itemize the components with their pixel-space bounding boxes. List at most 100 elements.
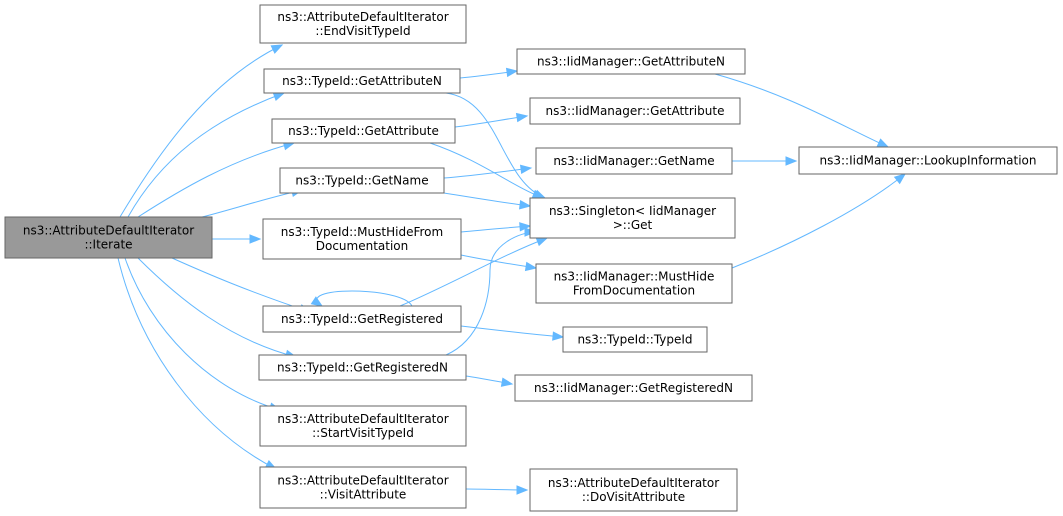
- node-box[interactable]: [535, 263, 733, 304]
- edge-iid_get_attr_n-to-iid_lookup: [714, 73, 890, 148]
- node-box[interactable]: [259, 466, 467, 509]
- node-box[interactable]: [529, 468, 738, 512]
- edge-line: [445, 92, 546, 199]
- node-iid-get-attr[interactable]: ns3::IidManager::GetAttribute: [529, 97, 741, 125]
- node-label: ns3::AttributeDefaultIterator: [277, 10, 448, 24]
- node-box[interactable]: [562, 326, 708, 353]
- edge-arrowhead: [876, 138, 890, 148]
- node-label: ::Iterate: [84, 238, 132, 252]
- edge-iterate-to-end_visit: [119, 44, 284, 218]
- edge-visit_attr-to-do_visit_attr: [465, 485, 529, 495]
- edge-iterate-to-typeid_get_attr_n: [127, 92, 286, 218]
- edge-iterate-to-start_visit: [124, 257, 282, 412]
- node-box[interactable]: [263, 68, 461, 94]
- edge-line: [731, 173, 906, 269]
- node-iid-get-registered-n[interactable]: ns3::IidManager::GetRegisteredN: [514, 374, 753, 402]
- edge-iid_must_hide-to-iid_lookup: [731, 173, 907, 269]
- node-box[interactable]: [259, 405, 467, 447]
- nodes-layer: ns3::AttributeDefaultIterator::Iteratens…: [4, 4, 1058, 512]
- node-box[interactable]: [271, 118, 456, 144]
- node-iid-lookup[interactable]: ns3::IidManager::LookupInformation: [798, 146, 1058, 175]
- node-box[interactable]: [535, 147, 733, 175]
- node-label: ns3::TypeId::GetRegistered: [281, 312, 443, 326]
- node-label: ns3::IidManager::GetAttribute: [546, 104, 725, 118]
- node-iid-get-attr-n[interactable]: ns3::IidManager::GetAttributeN: [516, 48, 746, 75]
- edge-arrowhead: [785, 156, 798, 166]
- edge-line: [316, 290, 413, 307]
- edge-line: [460, 325, 564, 338]
- node-typeid-typeid[interactable]: ns3::TypeId::TypeId: [562, 326, 708, 353]
- node-iid-get-name[interactable]: ns3::IidManager::GetName: [535, 147, 733, 175]
- edge-arrowhead: [249, 234, 262, 244]
- node-box[interactable]: [798, 146, 1058, 175]
- node-box[interactable]: [516, 48, 746, 75]
- edge-line: [445, 231, 536, 356]
- edge-line: [454, 115, 528, 128]
- node-box[interactable]: [262, 305, 462, 333]
- node-label: ns3::AttributeDefaultIterator: [23, 224, 194, 238]
- node-box[interactable]: [259, 4, 467, 44]
- edge-line: [137, 142, 295, 218]
- edge-arrowhead: [524, 261, 538, 272]
- node-label: FromDocumentation: [573, 284, 695, 298]
- node-label: ns3::IidManager::MustHide: [554, 270, 715, 284]
- edge-arrowhead: [310, 296, 324, 307]
- node-do-visit-attr[interactable]: ns3::AttributeDefaultIterator::DoVisitAt…: [529, 468, 738, 512]
- node-label: ns3::TypeId::MustHideFrom: [281, 225, 443, 239]
- node-label: ns3::TypeId::GetAttribute: [288, 124, 439, 138]
- edge-arrowhead: [535, 237, 549, 247]
- node-iid-must-hide[interactable]: ns3::IidManager::MustHideFromDocumentati…: [535, 263, 733, 304]
- node-label: ::DoVisitAttribute: [582, 490, 685, 504]
- edge-line: [171, 257, 311, 313]
- node-box[interactable]: [262, 218, 462, 260]
- node-label: ns3::IidManager::LookupInformation: [820, 154, 1037, 168]
- edge-arrowhead: [500, 377, 514, 387]
- node-box[interactable]: [529, 197, 736, 239]
- edge-line: [399, 237, 548, 307]
- edge-typeid_get_registered-to-typeid_get_registered: [310, 290, 413, 307]
- edge-iid_get_name-to-iid_lookup: [732, 156, 798, 166]
- node-typeid-get-registered[interactable]: ns3::TypeId::GetRegistered: [262, 305, 462, 333]
- node-label: ns3::Singleton< IidManager: [549, 204, 716, 218]
- node-label: ::VisitAttribute: [320, 488, 407, 502]
- node-label: >::Get: [613, 218, 653, 232]
- node-box[interactable]: [4, 216, 213, 259]
- node-box[interactable]: [258, 354, 467, 381]
- edge-arrowhead: [270, 44, 284, 54]
- edge-typeid_get_registered-to-typeid_typeid: [460, 325, 565, 341]
- edge-typeid_get_name-to-singleton_get: [443, 192, 532, 210]
- node-typeid-get-attr[interactable]: ns3::TypeId::GetAttribute: [271, 118, 456, 144]
- edge-line: [201, 189, 303, 218]
- edge-arrowhead: [519, 200, 532, 210]
- edge-arrowhead: [505, 67, 519, 78]
- edge-arrowhead: [552, 331, 565, 341]
- edge-line: [429, 142, 544, 199]
- edge-typeid_must_hide-to-iid_must_hide: [460, 254, 538, 272]
- edge-line: [127, 92, 285, 218]
- node-label: ::EndVisitTypeId: [315, 24, 410, 38]
- node-end-visit[interactable]: ns3::AttributeDefaultIterator::EndVisitT…: [259, 4, 467, 44]
- node-typeid-get-registered-n[interactable]: ns3::TypeId::GetRegisteredN: [258, 354, 467, 381]
- edge-line: [124, 257, 281, 411]
- node-box[interactable]: [529, 97, 741, 125]
- edge-iterate-to-typeid_get_registered: [171, 257, 312, 314]
- node-label: ns3::AttributeDefaultIterator: [277, 474, 448, 488]
- node-visit-attr[interactable]: ns3::AttributeDefaultIterator::VisitAttr…: [259, 466, 467, 509]
- edge-line: [119, 44, 283, 218]
- node-label: Documentation: [316, 239, 409, 253]
- node-label: ns3::AttributeDefaultIterator: [548, 476, 719, 490]
- node-box[interactable]: [514, 374, 753, 402]
- edge-typeid_get_registered_n-to-iid_get_registered_n: [465, 375, 514, 387]
- edge-line: [443, 192, 531, 207]
- node-label: ns3::TypeId::TypeId: [577, 333, 692, 347]
- edge-typeid_must_hide-to-singleton_get: [460, 222, 532, 233]
- node-typeid-get-attr-n[interactable]: ns3::TypeId::GetAttributeN: [263, 68, 461, 94]
- node-iterate[interactable]: ns3::AttributeDefaultIterator::Iterate: [4, 216, 213, 259]
- node-start-visit[interactable]: ns3::AttributeDefaultIterator::StartVisi…: [259, 405, 467, 447]
- node-typeid-get-name[interactable]: ns3::TypeId::GetName: [279, 167, 445, 194]
- node-singleton-get[interactable]: ns3::Singleton< IidManager>::Get: [529, 197, 736, 239]
- node-box[interactable]: [279, 167, 445, 194]
- edge-typeid_get_attr_n-to-iid_get_attr_n: [459, 67, 519, 79]
